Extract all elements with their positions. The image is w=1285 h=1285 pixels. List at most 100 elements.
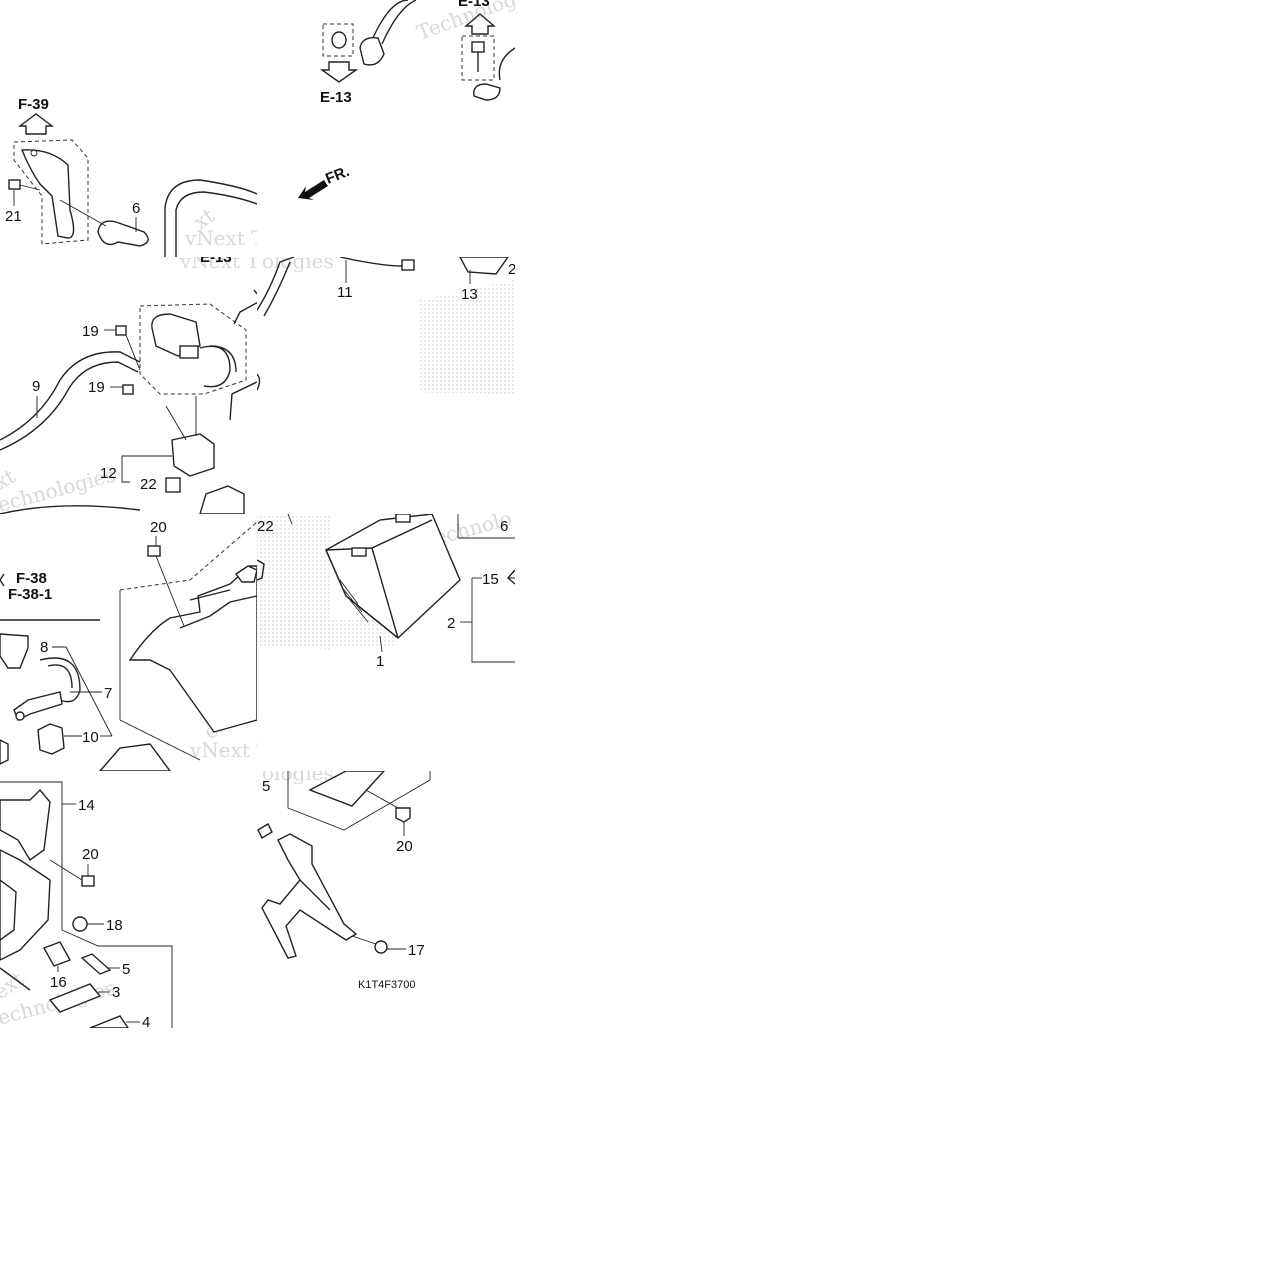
callout-16: 16 [50,974,67,991]
front-direction-arrow-icon [298,180,328,200]
bolt-part [72,916,88,932]
wire-loop-part [199,345,231,388]
battery-cable-part [371,0,409,41]
callout-5: 5 [262,778,270,795]
battery-tray-part [128,565,257,733]
callout-14: 14 [78,797,95,814]
bolt-part [122,384,134,395]
callout-18: 18 [106,917,123,934]
callout-15: 15 [482,571,499,588]
rubber-pad-part [80,953,112,975]
mounting-bracket-part [20,149,75,239]
battery-support-bracket-part [261,833,358,959]
rubber-pad-part [42,941,72,967]
tile-lower-center: Technolo 22 1 15 2 6 [257,514,515,670]
callout-20: 20 [82,846,99,863]
callout-bracket [287,771,431,831]
battery-stay-part [0,788,51,862]
cable-clamp-part [97,220,149,247]
direction-arrow-down-icon [319,61,359,83]
watermark-text: ologies [262,249,334,273]
direction-arrow-up-icon [464,13,496,35]
callout-20: 20 [396,838,413,855]
battery-pad-part [48,983,102,1013]
callout-19: 19 [82,323,99,340]
direction-arrow-up-icon [17,113,55,135]
callout-bracket [471,577,515,663]
fuse-box-part [99,743,171,771]
housing-edge [229,381,257,421]
battery-terminal-part [395,514,411,523]
dashed-group-outline [322,23,354,57]
battery-box-part [0,849,51,961]
tile-top-middle: Technologies E-13 E-13 FR. [298,0,515,200]
fuse-cover-part [0,633,29,669]
grommet-part [331,31,347,49]
callout-21: 21 [5,208,22,225]
callout-22: 22 [140,476,157,493]
cable-terminal-part [401,259,415,271]
bolt-part [374,940,388,954]
battery-cable-part [339,257,405,267]
dashed-group-outline [139,303,247,395]
callout-7: 7 [104,685,112,702]
reference-label-f38: F-38 [16,570,47,587]
callout-19: 19 [88,379,105,396]
watermark-logo-area [257,514,330,650]
fuse-part [37,723,65,755]
fuse-part [165,477,181,493]
dashed-group-outline [461,35,495,81]
diagram-code: K1T4F3700 [358,979,415,991]
callout-8: 8 [40,639,48,656]
battery-cable-part [164,179,257,257]
rubber-pad-part [257,823,273,839]
callout-2: 2 [508,261,516,278]
starter-relay-part [171,433,215,477]
tile-middle-center: ologies 11 13 2 [257,249,516,395]
bolt-part [115,325,127,336]
battery-cover-part [89,1015,129,1028]
tile-bottom-center: ologies 5 20 17 K1T4F3700 [257,761,431,991]
watermark-text: vNext Tec [179,249,281,273]
callout-17: 17 [408,942,425,959]
cable-terminal-part [473,83,501,101]
callout-bracket [121,455,130,483]
callout-10: 10 [82,729,99,746]
reference-label-e13: E-13 [458,0,490,10]
callout-6: 6 [500,518,508,535]
callout-20: 20 [150,519,167,536]
watermark-text: vNext Tec [189,738,291,762]
battery-cable-part [0,351,141,441]
callout-3: 3 [112,984,120,1001]
callout-bracket [0,781,173,1028]
tile-top-left: vNext Tec xt F-39 21 6 [5,96,286,257]
bolt-part [471,41,485,53]
bracket-hole [30,149,38,157]
reference-label-f38-1: F-38-1 [8,586,52,603]
tile-middle-left: vNext Tec xt echnologies E-13 9 19 19 12… [0,249,281,514]
bolt-part [8,179,21,190]
tile-lower-left: vNext Tec ext F-38 F-38-1 20 8 7 10 [0,519,291,771]
fuse-box-part [199,485,245,514]
bolt-part [147,545,161,557]
direction-arrow-icon [233,289,257,325]
dashed-group-outline [119,521,257,591]
callout-5: 5 [122,961,130,978]
battery-cable-part [498,47,515,81]
direction-arrow-icon [0,573,5,587]
front-marker: FR. [323,163,352,188]
cover-part [459,257,509,275]
callout-9: 9 [32,378,40,395]
callout-2: 2 [447,615,455,632]
wire-harness-part [39,657,81,703]
watermark-text: vNext Tec [184,226,286,250]
tile-bottom-left: ext echnologies 14 20 18 16 5 3 4 [0,781,173,1028]
watermark-text: ologies [262,761,334,785]
terminal-part [179,345,199,359]
callout-12: 12 [100,465,117,482]
reference-label-e13: E-13 [320,89,352,106]
callout-1: 1 [376,653,384,670]
callout-22: 22 [257,518,274,535]
callout-13: 13 [461,286,478,303]
